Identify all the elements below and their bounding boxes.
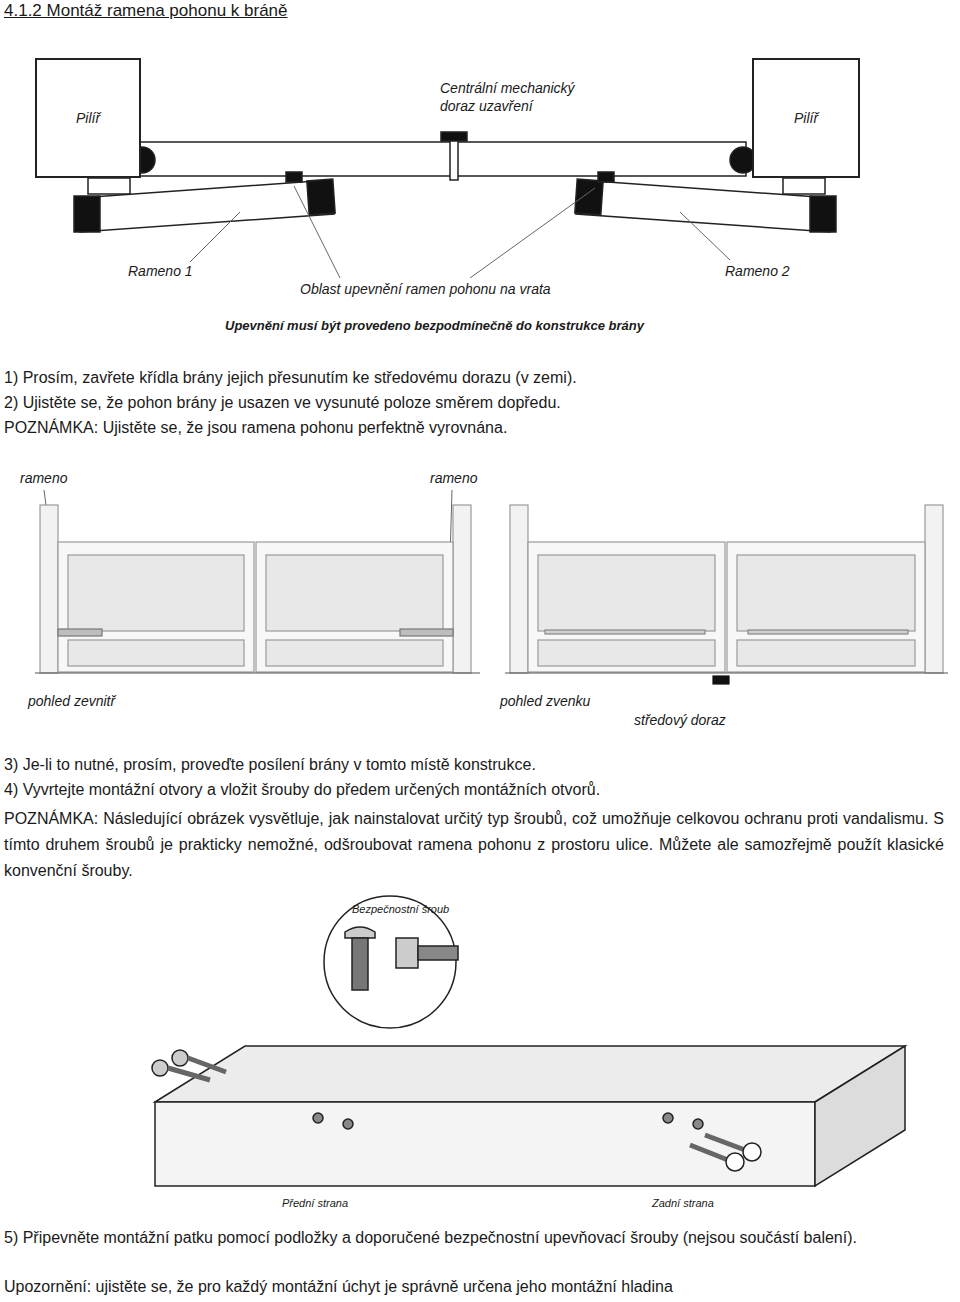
illustration-part xyxy=(726,1153,744,1171)
illustration-part xyxy=(450,140,458,180)
page-title: 4.1.2 Montáž ramena pohonu k bráně xyxy=(4,0,288,21)
illustration-part xyxy=(307,179,335,215)
instruction-step: 3) Je-li to nutné, prosím, proveďte posí… xyxy=(4,755,944,775)
illustration-part xyxy=(453,505,471,673)
part-label: rameno xyxy=(430,470,477,488)
pillar-box: Pilíř xyxy=(752,58,860,178)
illustration-part xyxy=(737,640,915,666)
illustration-part xyxy=(68,555,244,631)
illustration-part xyxy=(727,542,925,672)
illustration-part xyxy=(418,946,458,960)
illustration-part xyxy=(783,178,825,194)
illustration-part xyxy=(693,1119,703,1129)
callout-label: Rameno 2 xyxy=(725,263,790,281)
callout-label: Rameno 1 xyxy=(128,263,193,281)
instruction-step: 4) Vyvrtejte montážní otvory a vložit šr… xyxy=(4,780,944,800)
illustration-part xyxy=(152,1060,168,1076)
note-text: POZNÁMKA: Ujistěte se, že jsou ramena po… xyxy=(4,418,944,438)
illustration-part xyxy=(78,180,334,232)
illustration-part xyxy=(58,542,254,672)
illustration-part xyxy=(810,196,836,232)
illustration-part xyxy=(294,186,340,278)
illustration-part xyxy=(168,1068,210,1080)
warning-note: Upevnění musí být provedeno bezpodmínečn… xyxy=(225,318,644,334)
beam xyxy=(152,1046,905,1186)
gate-plan xyxy=(74,132,836,232)
illustration-part xyxy=(545,630,705,634)
illustration-part xyxy=(456,142,746,176)
pillar-texts: Pilíř xyxy=(794,110,818,126)
illustration-part xyxy=(737,555,915,631)
illustration-part xyxy=(748,630,908,634)
callout-label: Centrální mechanický doraz uzavření xyxy=(440,80,600,115)
view-label: pohled zvenku xyxy=(500,693,590,711)
illustration-part xyxy=(400,629,453,636)
pillar-label: Pilíř xyxy=(794,110,818,126)
callout-label: Oblast upevnění ramen pohonu na vrata xyxy=(300,281,551,299)
pillar-box: Pilíř xyxy=(35,58,141,178)
warning-note: Upozornění: ujistěte se, že pro každý mo… xyxy=(4,1277,954,1297)
pillar-label: Pilíř xyxy=(76,110,100,126)
part-label: středový doraz xyxy=(634,712,726,730)
illustration-part xyxy=(598,172,614,182)
illustration-part xyxy=(155,1102,815,1186)
illustration-part xyxy=(470,188,595,278)
illustration-part xyxy=(352,938,368,990)
illustration-part xyxy=(172,1050,188,1066)
illustration-part xyxy=(266,555,443,631)
illustration-part xyxy=(256,542,453,672)
illustration-part xyxy=(713,676,729,684)
illustration-part xyxy=(343,1119,353,1129)
gate-elevation xyxy=(35,505,948,684)
illustration-part xyxy=(88,178,130,194)
illustration-part xyxy=(815,1046,905,1186)
illustration-part xyxy=(743,1143,761,1161)
illustration-part xyxy=(152,1050,761,1171)
note-text: POZNÁMKA: Následující obrázek vysvětluje… xyxy=(4,806,944,884)
illustration-part xyxy=(528,542,725,672)
instruction-step: 5) Připevněte montážní patku pomocí podl… xyxy=(4,1226,944,1250)
illustration-part xyxy=(313,1113,323,1123)
illustration-part xyxy=(140,142,456,176)
illustration-part xyxy=(576,180,832,232)
illustration-part xyxy=(40,505,58,673)
illustration-part xyxy=(190,212,240,262)
illustration-part xyxy=(538,640,715,666)
illustration-part xyxy=(35,672,480,673)
illustration-part xyxy=(188,1058,226,1072)
illustration-part xyxy=(538,555,715,631)
view-label: pohled zevnitř xyxy=(28,693,115,711)
illustration-part xyxy=(441,132,467,141)
illustration-part xyxy=(690,1145,728,1160)
illustration-part xyxy=(74,196,100,232)
illustration-part xyxy=(925,505,943,673)
pillar-texts: Pilíř xyxy=(76,110,100,126)
side-label: Zadní strana xyxy=(652,1197,714,1211)
instruction-step: 1) Prosím, zavřete křídla brány jejich p… xyxy=(4,368,944,388)
side-label: Přední strana xyxy=(282,1197,348,1211)
illustration-part xyxy=(680,212,730,260)
illustration-part xyxy=(155,1046,905,1102)
illustration-part xyxy=(266,640,443,666)
illustration-part xyxy=(705,1135,745,1150)
illustration-part xyxy=(286,172,302,182)
detail-label: Bezpečnostní šroub xyxy=(352,903,449,917)
illustration-part xyxy=(505,672,948,673)
illustration-part xyxy=(324,896,456,1028)
illustration-part xyxy=(345,927,375,938)
bolt-detail xyxy=(324,896,458,1028)
part-label: rameno xyxy=(20,470,67,488)
illustration-part xyxy=(396,938,418,968)
instruction-step: 2) Ujistěte se, že pohon brány je usazen… xyxy=(4,393,944,413)
illustration-part xyxy=(510,505,528,673)
illustration-part xyxy=(575,179,603,215)
illustration-part xyxy=(58,629,102,636)
illustration-part xyxy=(68,640,244,666)
illustration-part xyxy=(663,1113,673,1123)
